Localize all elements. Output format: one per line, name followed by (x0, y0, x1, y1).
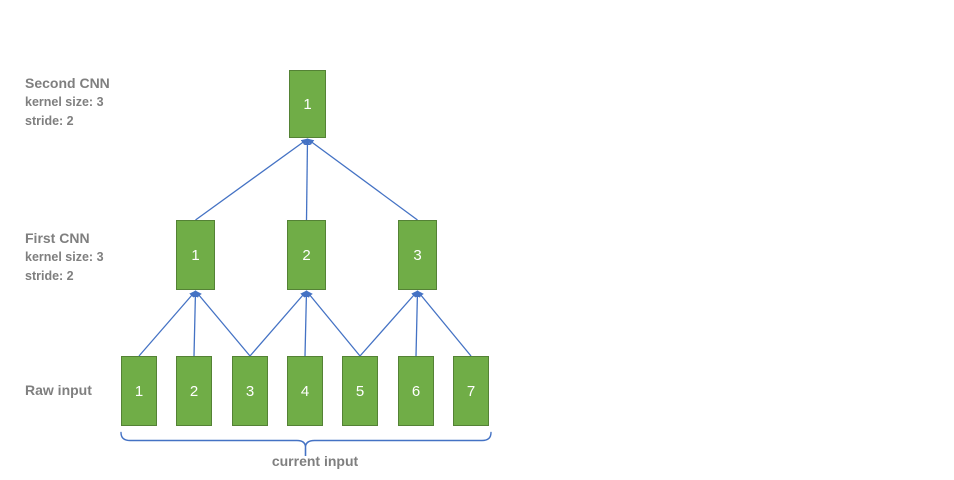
connection-arrow (305, 290, 361, 357)
first-cnn-kernel-size: kernel size: 3 (25, 250, 104, 264)
connection-arrow (249, 290, 308, 357)
raw-input-box-4: 4 (287, 356, 323, 426)
first-cnn-stride: stride: 2 (25, 269, 74, 283)
first-cnn-box-1: 1 (176, 220, 215, 290)
connection-arrow (416, 290, 472, 357)
first-cnn-label-group: First CNN kernel size: 3 stride: 2 (25, 229, 104, 286)
second-cnn-kernel-size: kernel size: 3 (25, 95, 104, 109)
connection-arrow (192, 290, 199, 357)
current-input-brace (120, 431, 492, 448)
first-cnn-title: First CNN (25, 230, 90, 246)
first-cnn-box-3: 3 (398, 220, 437, 290)
raw-input-box-1: 1 (121, 356, 157, 426)
raw-input-box-2: 2 (176, 356, 212, 426)
raw-input-label-group: Raw input (25, 381, 92, 400)
first-cnn-box-2: 2 (287, 220, 326, 290)
connection-arrow (359, 290, 419, 357)
connection-arrow (414, 290, 421, 357)
raw-input-box-5: 5 (342, 356, 378, 426)
second-cnn-stride: stride: 2 (25, 114, 74, 128)
connection-arrow (303, 290, 310, 357)
connection-arrow (195, 138, 309, 221)
connection-arrow (306, 138, 418, 221)
connection-arrow (138, 290, 197, 357)
raw-input-box-7: 7 (453, 356, 489, 426)
raw-input-box-6: 6 (398, 356, 434, 426)
connection-arrow (194, 290, 251, 357)
second-cnn-box-1: 1 (289, 70, 326, 138)
current-input-label: current input (271, 453, 359, 469)
second-cnn-label-group: Second CNN kernel size: 3 stride: 2 (25, 74, 110, 131)
connection-arrow (304, 138, 311, 221)
raw-input-box-3: 3 (232, 356, 268, 426)
second-cnn-title: Second CNN (25, 75, 110, 91)
raw-input-title: Raw input (25, 382, 92, 398)
